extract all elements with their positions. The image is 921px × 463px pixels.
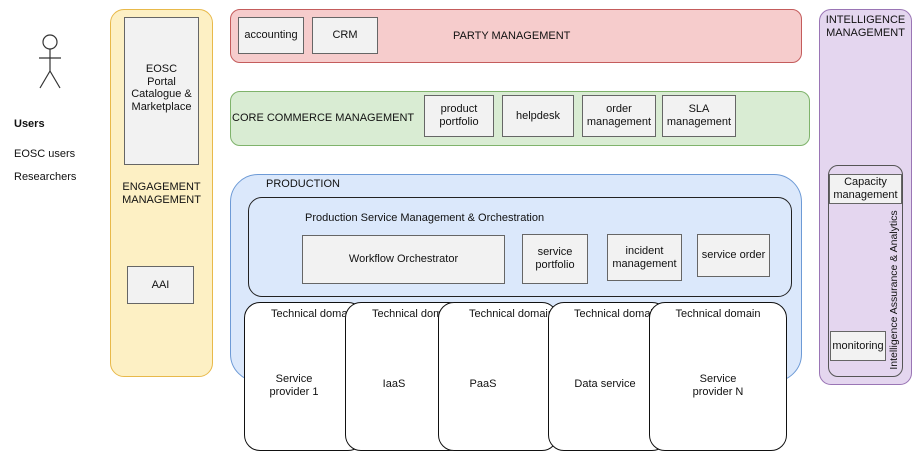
eosc-portal-box: EOSC Portal Catalogue & Marketplace	[124, 17, 199, 165]
aai-box: AAI	[127, 266, 194, 304]
helpdesk-box: helpdesk	[502, 95, 574, 137]
users-heading: Users	[14, 118, 45, 130]
user-actor-icon	[39, 34, 61, 89]
users-item-eosc: EOSC users	[14, 148, 76, 160]
technical-domain-provider: PaaS	[469, 378, 497, 390]
technical-domain-provider: Service provider N	[692, 373, 744, 398]
technical-domain-title: Technical domain	[469, 308, 554, 320]
technical-domain-card: Technical domain Data service	[548, 302, 668, 451]
engagement-management-title: ENGAGEMENT MANAGEMENT	[122, 181, 201, 206]
product-portfolio-box: product portfolio	[424, 95, 494, 137]
technical-domain-card: Technical domain PaaS	[438, 302, 558, 451]
core-commerce-title: CORE COMMERCE MANAGEMENT	[232, 112, 415, 124]
technical-domain-title: Technical domain	[271, 308, 356, 320]
technical-domain-title: Technical domain	[372, 308, 457, 320]
technical-domain-provider: Service provider 1	[269, 373, 319, 398]
party-management-title: PARTY MANAGEMENT	[453, 30, 571, 42]
capacity-management-box: Capacity management	[829, 174, 902, 204]
technical-domain-title: Technical domain	[574, 308, 659, 320]
technical-domain-provider: Data service	[574, 378, 636, 390]
crm-box: CRM	[312, 17, 378, 54]
technical-domain-provider: IaaS	[382, 378, 406, 390]
technical-domain-title: Technical domain	[675, 308, 761, 320]
workflow-orchestrator-box: Workflow Orchestrator	[302, 235, 505, 284]
users-item-researchers: Researchers	[14, 171, 77, 183]
technical-domain-card: Technical domain Service provider N	[649, 302, 787, 451]
technical-domain-card: Technical domain Service provider 1	[244, 302, 364, 451]
service-order-box: service order	[697, 234, 770, 277]
accounting-box: accounting	[238, 17, 304, 54]
intelligence-assurance-label: Intelligence Assurance & Analytics	[888, 210, 900, 370]
psmo-title: Production Service Management & Orchestr…	[305, 212, 545, 224]
monitoring-box: monitoring	[830, 331, 886, 361]
production-title: PRODUCTION	[266, 178, 340, 190]
intelligence-management-title: INTELLIGENCE MANAGEMENT	[825, 14, 906, 39]
sla-management-box: SLA management	[662, 95, 736, 137]
service-portfolio-box: service portfolio	[522, 234, 588, 284]
incident-management-box: incident management	[607, 234, 682, 281]
order-management-box: order management	[582, 95, 656, 137]
